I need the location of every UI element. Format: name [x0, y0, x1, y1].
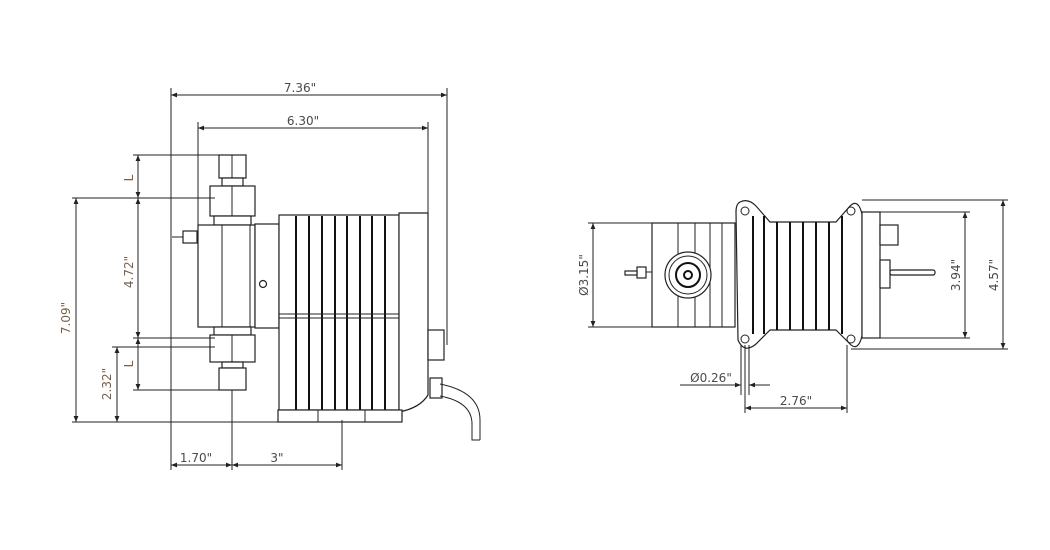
end-cap: [398, 212, 429, 413]
power-cable: [439, 383, 481, 440]
control-connector: [427, 329, 445, 361]
dim-hole-diameter: Ø0.26": [690, 371, 732, 385]
mounting-base: [277, 409, 403, 423]
connector-end: [879, 224, 899, 246]
dim-body-height: 3.94": [949, 259, 963, 291]
mounting-flange: [735, 200, 863, 349]
side-extension-lines: [72, 88, 448, 470]
end-cooling-fins: [752, 216, 843, 334]
end-extension-lines: [588, 199, 1008, 413]
shaft: [889, 269, 936, 276]
pump-end-body: [624, 200, 936, 395]
dim-flange-height: 4.57": [987, 259, 1001, 291]
valve-port: [664, 251, 712, 299]
pump-head: [197, 224, 256, 328]
cooling-fins: [295, 216, 386, 410]
dim-inlet-offset: 1.70": [180, 451, 212, 465]
pump-side-body: [172, 154, 481, 441]
dim-head-diameter: Ø3.15": [577, 254, 591, 296]
motor-body-end: [861, 211, 881, 339]
dim-fitting-lower: L: [122, 360, 136, 367]
dim-mount-spacing: 2.76": [780, 394, 812, 408]
dim-overall-height: 7.09": [59, 302, 73, 334]
dim-overall-length: 7.36": [284, 81, 316, 95]
lower-fitting-nut: [218, 367, 247, 391]
barb-fitting: [182, 230, 198, 244]
end-view: Ø3.15" 3.94" 4.57" Ø0.26" 2.76": [577, 199, 1008, 413]
dim-fitting-upper: L: [122, 174, 136, 181]
dim-body-length: 6.30": [287, 114, 319, 128]
dim-head-height: 4.72": [122, 256, 136, 288]
dim-base-offset: 3": [270, 451, 283, 465]
side-view: 7.36" 6.30" L 4.72" L 7.09" 2.32" 1.70" …: [59, 81, 481, 470]
dim-outlet-height: 2.32": [100, 368, 114, 400]
